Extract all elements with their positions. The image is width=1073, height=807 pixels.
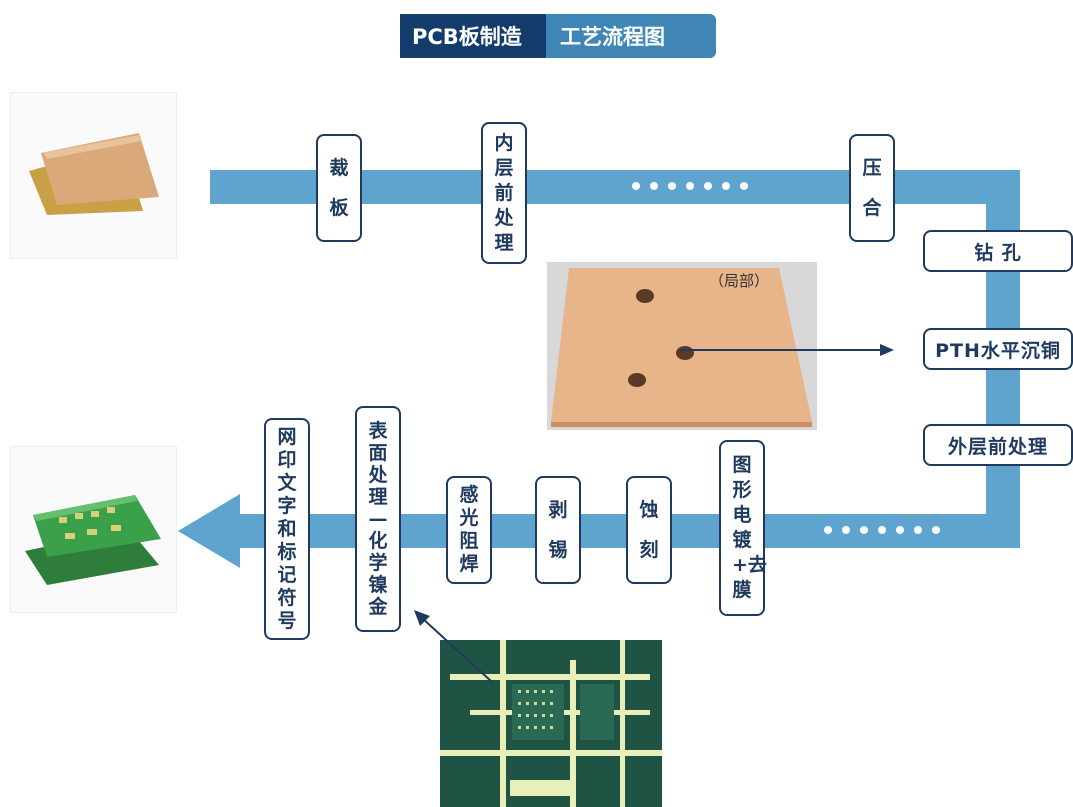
step-outer-pre: 外层前处理 bbox=[923, 424, 1073, 466]
step-etch-label: 蚀刻 bbox=[639, 499, 659, 561]
step-strip-tin: 剥锡 bbox=[535, 476, 581, 584]
step-press-label: 压合 bbox=[862, 157, 882, 219]
copper-laminate-image bbox=[29, 133, 159, 215]
step-pattern-plating: 图形电镀+去膜 bbox=[719, 440, 767, 616]
step-pattern-plating-label: 图形电镀+去膜 bbox=[732, 454, 767, 601]
step-silkscreen-label: 网印文字和标记符号 bbox=[277, 425, 297, 632]
step-cut-label: 裁板 bbox=[329, 157, 349, 219]
dots-bottom bbox=[824, 526, 940, 534]
step-cut: 裁板 bbox=[316, 134, 362, 242]
step-silkscreen: 网印文字和标记符号 bbox=[264, 418, 310, 640]
pth-pointer-arrow bbox=[680, 344, 894, 356]
finished-pcb-frame bbox=[10, 446, 177, 613]
step-surface-label: 表面处理—化学镍金 bbox=[368, 420, 388, 618]
step-pth-label: PTH水平沉铜 bbox=[935, 339, 1061, 362]
flow-arrow-head bbox=[178, 494, 240, 568]
finished-pcb-image bbox=[25, 495, 161, 585]
step-drill: 钻 孔 bbox=[923, 230, 1073, 272]
step-press: 压合 bbox=[849, 134, 895, 242]
step-outer-pre-label: 外层前处理 bbox=[947, 435, 1048, 458]
step-pth: PTH水平沉铜 bbox=[923, 328, 1073, 370]
step-solder-mask: 感光阻焊 bbox=[446, 476, 492, 584]
dots-top bbox=[632, 182, 748, 190]
step-strip-tin-label: 剥锡 bbox=[548, 499, 568, 561]
title-part-1: PCB板制造 bbox=[400, 14, 546, 58]
title-part-2: 工艺流程图 bbox=[546, 14, 716, 58]
step-solder-mask-label: 感光阻焊 bbox=[459, 484, 479, 575]
step-surface: 表面处理—化学镍金 bbox=[355, 406, 401, 632]
step-etch: 蚀刻 bbox=[626, 476, 672, 584]
enig-detail-image bbox=[440, 640, 662, 807]
diagram-title: PCB板制造 工艺流程图 bbox=[400, 14, 716, 58]
step-drill-label: 钻 孔 bbox=[974, 241, 1022, 264]
enig-pointer-arrow bbox=[414, 610, 493, 683]
drill-detail-image: （局部） bbox=[547, 262, 817, 430]
step-inner-pre-label: 内层前处理 bbox=[494, 131, 514, 254]
detail-label: （局部） bbox=[709, 272, 770, 290]
laminate-image-frame bbox=[10, 92, 177, 259]
step-inner-pre: 内层前处理 bbox=[481, 122, 527, 264]
